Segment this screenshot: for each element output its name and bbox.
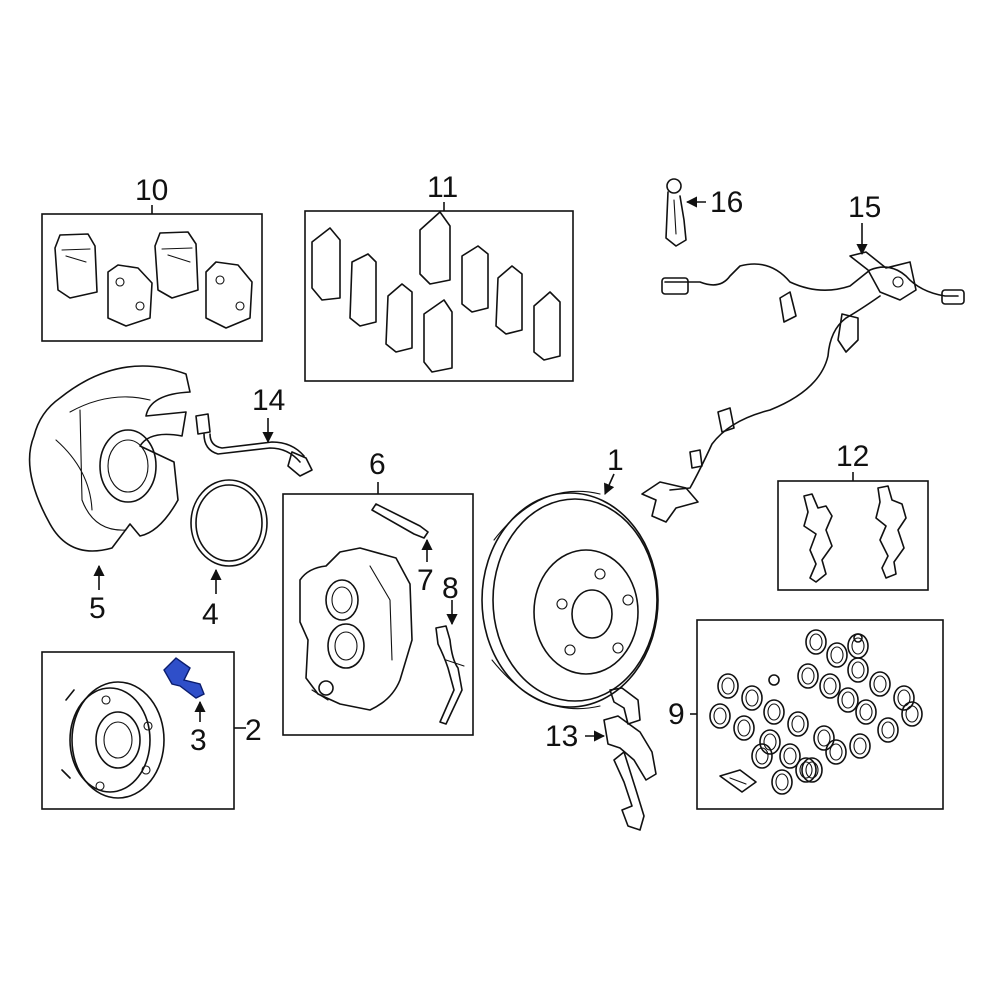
- seal-ring: [787, 711, 809, 737]
- callout-14: 14: [252, 384, 285, 417]
- seal-ring-inner: [830, 646, 844, 664]
- callout-10: 10: [135, 174, 168, 207]
- seal-ring: [855, 699, 877, 725]
- part-2-hub-bearing[interactable]: [41, 651, 246, 810]
- seal-ring: [837, 687, 859, 713]
- seal-ring-inner: [745, 689, 759, 707]
- seal-ring: [801, 757, 823, 783]
- part-6-box: [282, 493, 474, 736]
- part-1-brake-rotor[interactable]: [481, 473, 659, 710]
- callout-8: 8: [442, 572, 459, 605]
- seal-ring-inner: [853, 737, 867, 755]
- seal-ring: [779, 743, 801, 769]
- callout-5: 5: [89, 592, 106, 625]
- part-10-pad-set[interactable]: [41, 205, 263, 342]
- seal-ring-inner: [851, 637, 865, 655]
- seal-ring: [893, 685, 915, 711]
- seal-ring: [847, 657, 869, 683]
- seal-rings: [709, 629, 923, 795]
- part-3-hub-bolt[interactable]: [163, 657, 206, 722]
- callout-labels: 1 2 3 4 5 6 7 8 9 10 11 12 13 14 15 16: [89, 171, 881, 757]
- part-12-pad-clips[interactable]: [777, 472, 929, 591]
- seal-ring-inner: [755, 747, 769, 765]
- seal-ring: [759, 729, 781, 755]
- part-5-dust-shield[interactable]: [28, 365, 191, 590]
- seal-ring: [733, 715, 755, 741]
- seal-ring: [717, 673, 739, 699]
- seal-ring-inner: [799, 761, 813, 779]
- part-4-o-ring[interactable]: [190, 479, 268, 594]
- part-10-box: [41, 213, 263, 342]
- seal-ring-inner: [767, 703, 781, 721]
- seal-ring-inner: [873, 675, 887, 693]
- seal-ring: [709, 703, 731, 729]
- callout-16: 16: [710, 186, 743, 219]
- part-7-pad-pin[interactable]: [371, 503, 433, 562]
- seal-ring: [849, 733, 871, 759]
- seal-ring-inner: [713, 707, 727, 725]
- seal-ring-inner: [859, 703, 873, 721]
- seal-ring-inner: [851, 661, 865, 679]
- seal-ring-inner: [809, 633, 823, 651]
- seal-ring-inner: [817, 729, 831, 747]
- seal-ring: [877, 717, 899, 743]
- seal-ring: [751, 743, 773, 769]
- part-2-box: [41, 651, 235, 810]
- bleeder-cap: [853, 633, 863, 643]
- callout-3: 3: [190, 724, 207, 757]
- brake-pad-shim: [107, 264, 153, 327]
- seal-ring-inner: [737, 719, 751, 737]
- part-16-sensor-bracket[interactable]: [665, 178, 706, 247]
- callout-15: 15: [848, 191, 881, 224]
- seal-ring-inner: [841, 691, 855, 709]
- part-6-caliper[interactable]: [282, 482, 474, 736]
- brake-pad: [54, 233, 98, 299]
- seal-ring: [805, 629, 827, 655]
- part-12-box: [777, 480, 929, 591]
- seal-ring-inner: [775, 773, 789, 791]
- callout-4: 4: [202, 598, 219, 631]
- seal-ring: [797, 663, 819, 689]
- callout-6: 6: [369, 448, 386, 481]
- seal-ring-inner: [783, 747, 797, 765]
- seal-ring-inner: [791, 715, 805, 733]
- part-13-pad-clip[interactable]: [585, 687, 657, 831]
- seal-ring: [763, 699, 785, 725]
- part-15-abs-sensor-harness[interactable]: [641, 223, 965, 523]
- bleeder-cap: [768, 674, 780, 686]
- part-14-brake-hose[interactable]: [195, 413, 313, 477]
- seal-ring: [795, 757, 817, 783]
- shim-row: [311, 211, 561, 373]
- callout-2: 2: [245, 714, 262, 747]
- seal-ring: [825, 739, 847, 765]
- part-11-box: [304, 210, 574, 382]
- seal-ring-inner: [721, 677, 735, 695]
- callout-7: 7: [417, 564, 434, 597]
- part-11-shim-kit[interactable]: [304, 202, 574, 382]
- callout-13: 13: [545, 720, 578, 753]
- seal-ring-inner: [881, 721, 895, 739]
- brake-pad-shim: [205, 261, 253, 329]
- seal-ring: [813, 725, 835, 751]
- seal-ring-inner: [805, 761, 819, 779]
- seal-ring-inner: [823, 677, 837, 695]
- seal-ring-inner: [905, 705, 919, 723]
- seal-ring: [901, 701, 923, 727]
- callout-11: 11: [427, 171, 458, 204]
- callout-12: 12: [836, 440, 869, 473]
- part-9-caliper-seal-kit[interactable]: [690, 619, 944, 810]
- callout-1: 1: [607, 444, 624, 477]
- seal-ring-inner: [829, 743, 843, 761]
- callout-9: 9: [668, 698, 685, 731]
- seal-ring: [826, 642, 848, 668]
- brake-pad: [154, 231, 199, 299]
- seal-ring: [741, 685, 763, 711]
- seal-ring: [819, 673, 841, 699]
- part-8-anti-rattle-spring[interactable]: [435, 600, 465, 725]
- seal-ring: [869, 671, 891, 697]
- seal-ring: [771, 769, 793, 795]
- seal-ring-inner: [801, 667, 815, 685]
